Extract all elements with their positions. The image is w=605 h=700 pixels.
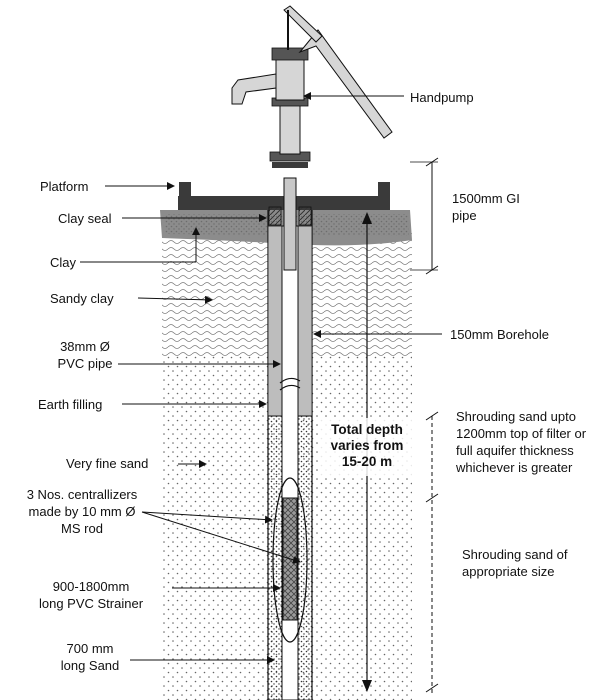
pump-head (275, 57, 305, 101)
pvc-pipe (281, 225, 299, 700)
label-earth-filling: Earth filling (38, 397, 103, 412)
label-shrouding-bottom: Shrouding sand of appropriate size (462, 546, 568, 580)
label-platform: Platform (40, 179, 89, 194)
clay-seal-left (268, 206, 282, 226)
label-strainer-line2: long PVC Strainer (38, 596, 144, 611)
label-sand-line1: 700 mm (66, 641, 114, 656)
label-gi-pipe-line1: 1500mm GI (452, 191, 520, 206)
label-pvc-pipe: 38mm Ø PVC pipe (30, 338, 140, 372)
total-depth-arrow-top (362, 212, 372, 224)
pump-handle (298, 29, 393, 139)
pump-linkage (283, 5, 323, 43)
label-total-depth-line1: Total depth (331, 422, 403, 437)
label-strainer: 900-1800mm long PVC Strainer (16, 578, 166, 612)
label-centralizers-line1: 3 Nos. centrallizers (26, 487, 138, 502)
gi-pipe-section (283, 177, 297, 271)
platform-kerb-left (179, 182, 191, 198)
label-gi-pipe: 1500mm GI pipe (452, 190, 520, 224)
leader-centralizer-2 (141, 511, 301, 564)
label-shrouding-bottom-line2: appropriate size (462, 564, 555, 579)
label-shrouding-top: Shrouding sand upto 1200mm top of filter… (456, 408, 586, 476)
label-shrouding-bottom-line1: Shrouding sand of (462, 547, 568, 562)
label-sandy-clay: Sandy clay (50, 291, 114, 306)
label-shrouding-top-line4: whichever is greater (456, 460, 573, 475)
label-shrouding-top-line3: full aquifer thickness (456, 443, 574, 458)
pump-lower-flange-bolts (272, 162, 308, 168)
platform-kerb-right (378, 182, 390, 198)
shrouding-dim-tick-1 (425, 411, 439, 421)
label-total-depth-line3: 15-20 m (341, 454, 393, 469)
label-strainer-line1: 900-1800mm (52, 579, 130, 594)
pump-spout (231, 73, 277, 105)
label-very-fine-sand: Very fine sand (66, 456, 149, 471)
shrouding-dim-tick-2 (425, 493, 439, 503)
label-centralizers-line3: MS rod (61, 521, 103, 536)
label-borehole: 150mm Borehole (450, 327, 549, 342)
pump-cap (271, 47, 309, 61)
pipe-break-mark (279, 377, 301, 391)
label-clay: Clay (50, 255, 77, 270)
total-depth-label-bg (318, 418, 416, 476)
label-pvc-pipe-line2: PVC pipe (57, 356, 113, 371)
label-total-depth: Total depth varies from 15-20 m (318, 422, 416, 470)
centralizer-cage (272, 477, 308, 643)
clay-seal-right (298, 206, 312, 226)
label-sand-line2: long Sand (60, 658, 120, 673)
label-total-depth-line2: varies from (330, 438, 404, 453)
shrouding-dim-tick-3 (425, 683, 439, 693)
pump-lower-column (279, 103, 301, 155)
leader-centralizer-1 (141, 511, 273, 524)
label-clay-seal: Clay seal (58, 211, 112, 226)
total-depth-arrow-bottom (362, 680, 372, 692)
label-handpump: Handpump (410, 90, 474, 105)
label-gi-pipe-line2: pipe (452, 208, 477, 223)
leader-sandy-clay (137, 295, 213, 304)
label-centralizers-line2: made by 10 mm Ø (28, 504, 136, 519)
label-centralizers: 3 Nos. centrallizers made by 10 mm Ø MS … (12, 486, 152, 537)
label-sand: 700 mm long Sand (40, 640, 140, 674)
label-shrouding-top-line2: 1200mm top of filter or (456, 426, 587, 441)
label-pvc-pipe-line1: 38mm Ø (60, 339, 110, 354)
label-shrouding-top-line1: Shrouding sand upto (456, 409, 576, 424)
